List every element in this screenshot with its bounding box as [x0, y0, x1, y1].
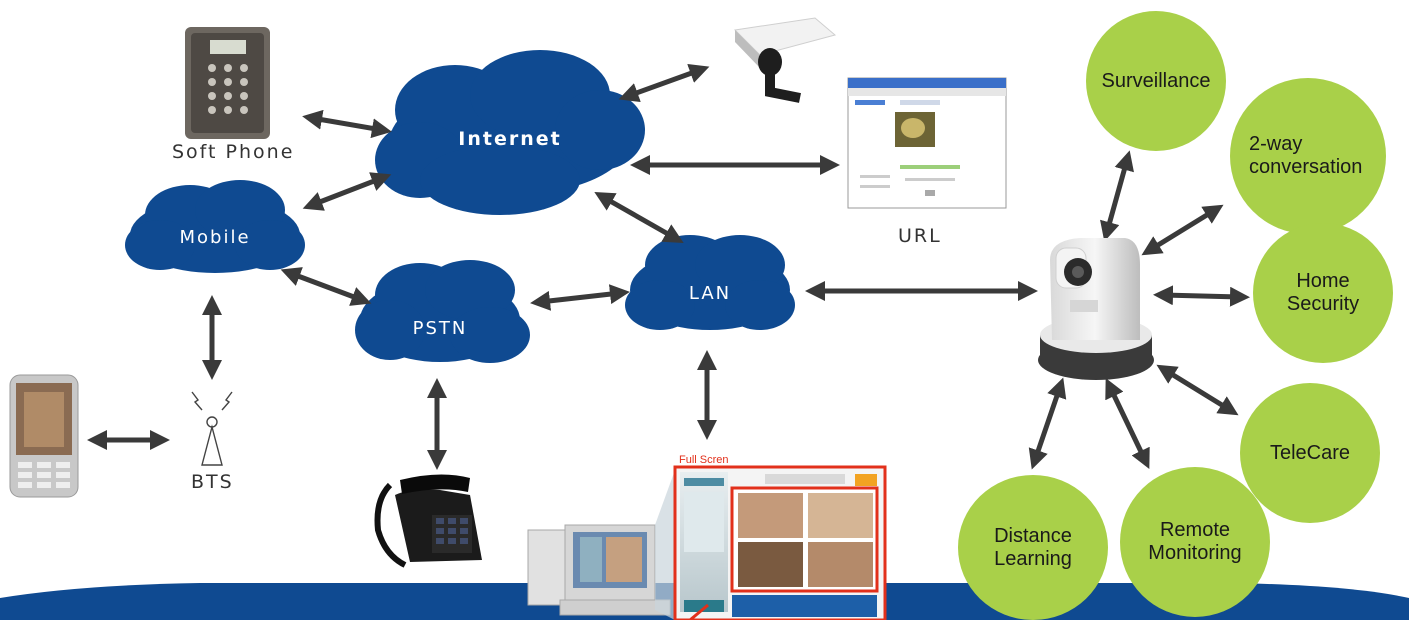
two-way-conversation-circle: 2-way conversation	[1230, 78, 1386, 234]
arrow-mobile-pstn	[280, 267, 372, 306]
web-camera	[733, 17, 837, 103]
url-label: URL	[898, 225, 942, 247]
soft-phone-label: Soft Phone	[172, 141, 295, 163]
bts-label: BTS	[191, 471, 234, 493]
arrow-cam-telecare	[1156, 364, 1239, 416]
arrow-cam-surveillance	[1100, 150, 1134, 242]
arrow-internet-camera	[618, 63, 710, 103]
distance-learning-circle: Distance Learning	[958, 475, 1108, 620]
bts-antenna	[191, 391, 233, 466]
home-security-circle: Home Security	[1253, 223, 1393, 363]
arrow-mobile-internet	[302, 172, 392, 211]
cloud-mobile	[125, 180, 305, 273]
cloud-internet	[375, 50, 645, 215]
cloud-lan	[625, 235, 795, 330]
arrow-cam-remote	[1105, 377, 1150, 470]
mobile-handset	[9, 374, 79, 498]
telecare-label: TeleCare	[1269, 441, 1351, 464]
cloud-internet-label: Internet	[458, 128, 562, 150]
distance-learning-label: Distance Learning	[994, 524, 1072, 570]
home-security-label: Home Security	[1286, 270, 1360, 315]
soft-phone-device	[185, 27, 270, 139]
ip-camera	[1038, 238, 1154, 380]
arrow-internet-lan	[594, 192, 684, 243]
remote-monitoring-circle: Remote Monitoring	[1120, 467, 1270, 617]
cloud-lan-label: LAN	[688, 283, 732, 304]
surveillance-circle: Surveillance	[1086, 11, 1226, 151]
arrow-cam-homesecurity	[1153, 285, 1250, 307]
full-screen-label: Full Scren	[679, 454, 729, 466]
remote-monitoring-label: Remote Monitoring	[1148, 519, 1242, 564]
arrow-cam-distance	[1028, 377, 1067, 470]
arrow-cam-2way	[1141, 204, 1224, 256]
cloud-pstn	[355, 260, 530, 363]
arrow-softphone-internet	[302, 109, 392, 139]
telecare-circle: TeleCare	[1240, 383, 1380, 523]
browser-window	[847, 77, 1007, 209]
cloud-pstn-label: PSTN	[412, 318, 468, 339]
full-screen-panel	[673, 465, 887, 620]
desktop-computer	[527, 470, 675, 620]
desk-telephone	[374, 474, 482, 568]
two-way-conversation-label: 2-way conversation	[1249, 133, 1363, 178]
arrow-pstn-lan	[530, 284, 630, 311]
surveillance-label: Surveillance	[1101, 69, 1211, 92]
cloud-mobile-label: Mobile	[179, 227, 251, 248]
